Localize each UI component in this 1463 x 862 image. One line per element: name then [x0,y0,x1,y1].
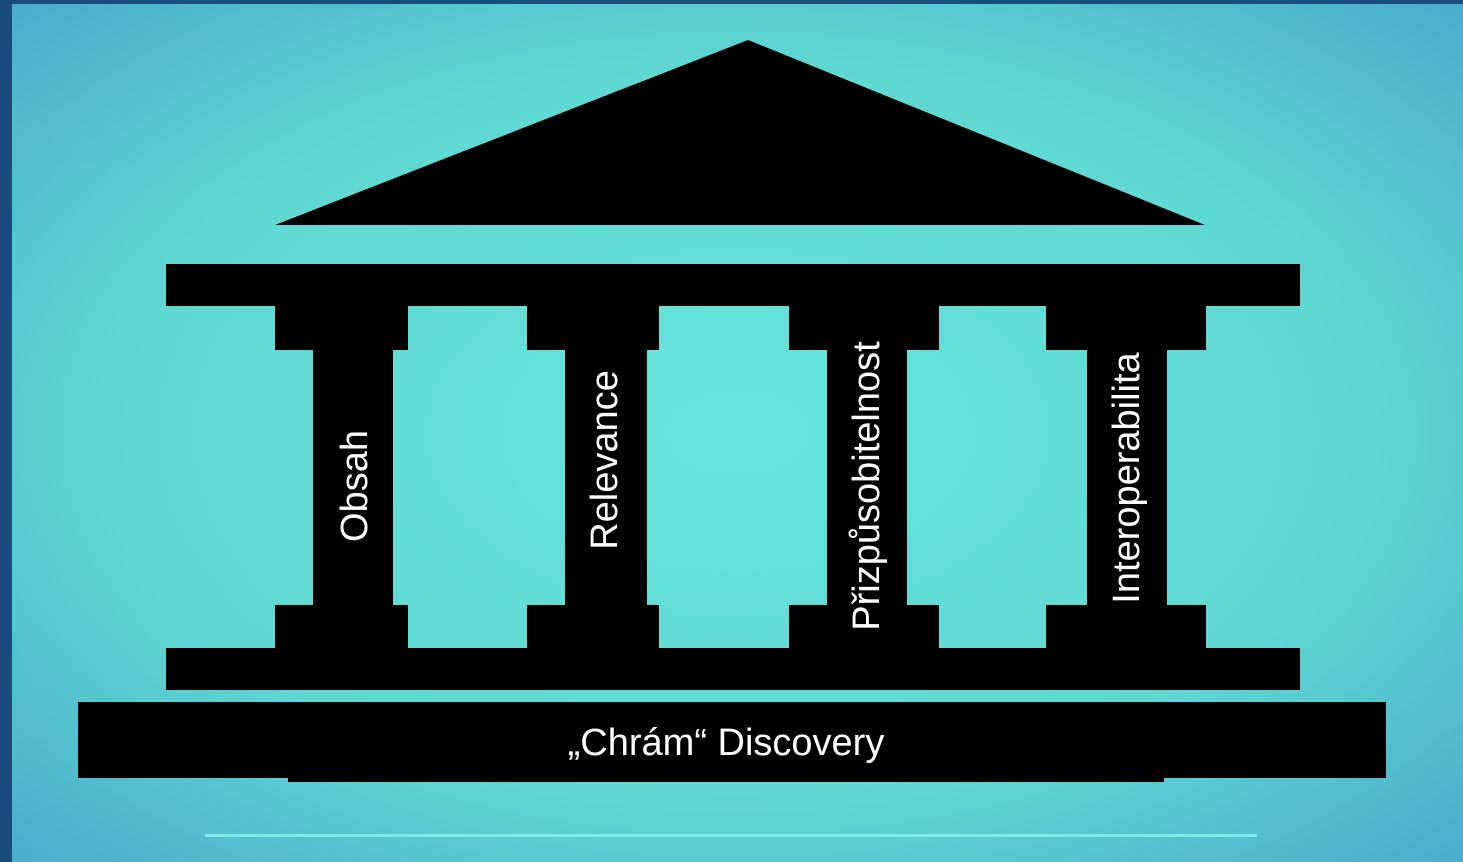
pillar-obsah [275,300,408,655]
pillar-interoperabilita [1046,300,1206,655]
pillar-relevance [527,300,659,655]
temple-stylobate [166,648,1300,690]
pillar-label-interoperabilita: Interoperabilita [1106,352,1148,604]
pillar-label-prizpusobitelnost: Přizpůsobitelnost [846,341,888,631]
base-label: „Chrám“ Discovery [567,721,885,764]
temple-architrave [166,264,1300,306]
temple-roof [275,40,1205,225]
pillar-label-relevance: Relevance [584,370,626,550]
pillar-label-obsah: Obsah [334,430,376,542]
divider-line [205,834,1257,837]
pillar-prizpusobitelnost [789,300,939,690]
temple-base-center [288,704,1164,782]
